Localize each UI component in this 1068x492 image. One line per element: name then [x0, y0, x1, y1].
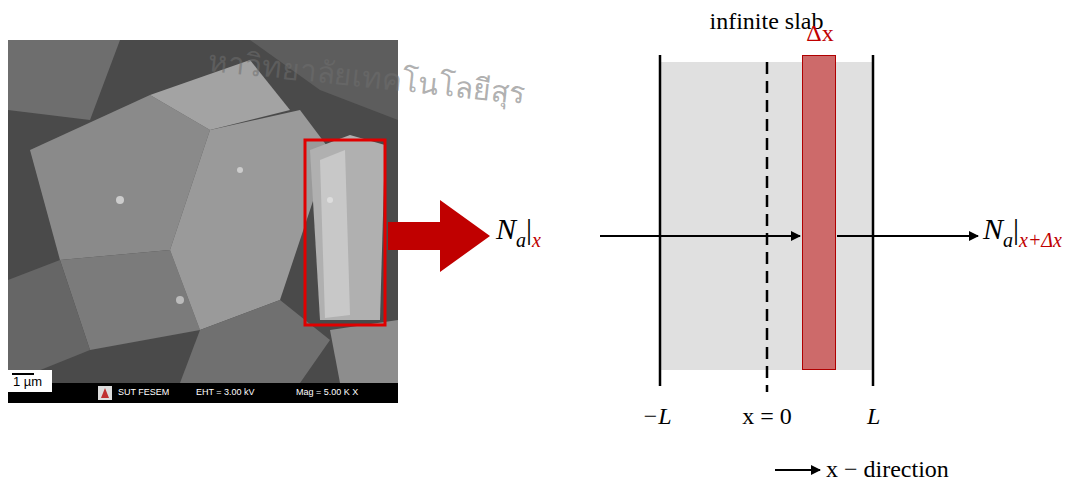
slab-element: Δx	[802, 55, 836, 370]
evaluation-bar: |	[526, 212, 532, 245]
boundary-label: L	[867, 403, 880, 429]
flux-label: Na|x	[496, 214, 541, 250]
flux-symbol: N	[496, 212, 516, 245]
flux-symbol: N	[983, 212, 1003, 245]
magnification-label: Mag = 5.00 K X	[296, 388, 358, 398]
center-label: x = 0	[742, 403, 792, 429]
zoom-arrow	[388, 200, 490, 272]
node-heading: Δx	[806, 20, 833, 47]
direction-arrow	[775, 469, 820, 471]
instrument-label: SUT FESEM	[118, 388, 169, 398]
highlight-box	[305, 140, 385, 325]
flux-label: Na|x+Δx	[983, 214, 1062, 250]
flux-arrow	[600, 235, 800, 237]
evaluation-bar: |	[1013, 212, 1019, 245]
flux-subscript: a	[1003, 229, 1013, 251]
voltage-label: EHT = 3.00 kV	[196, 388, 255, 398]
axis-label: x − direction	[826, 456, 949, 482]
centerline	[766, 62, 769, 392]
position-subscript: x+Δx	[1019, 229, 1062, 251]
boundary-line	[659, 55, 662, 386]
boundary-line	[872, 55, 875, 386]
flux-arrow	[837, 235, 978, 237]
position-subscript: x	[532, 229, 541, 251]
slab-region: infinite slabΔx	[661, 62, 872, 370]
flux-subscript: a	[516, 229, 526, 251]
sem-photo	[8, 40, 398, 403]
scale-bar-label: 1 µm	[13, 375, 42, 389]
boundary-label: −L	[642, 403, 672, 429]
